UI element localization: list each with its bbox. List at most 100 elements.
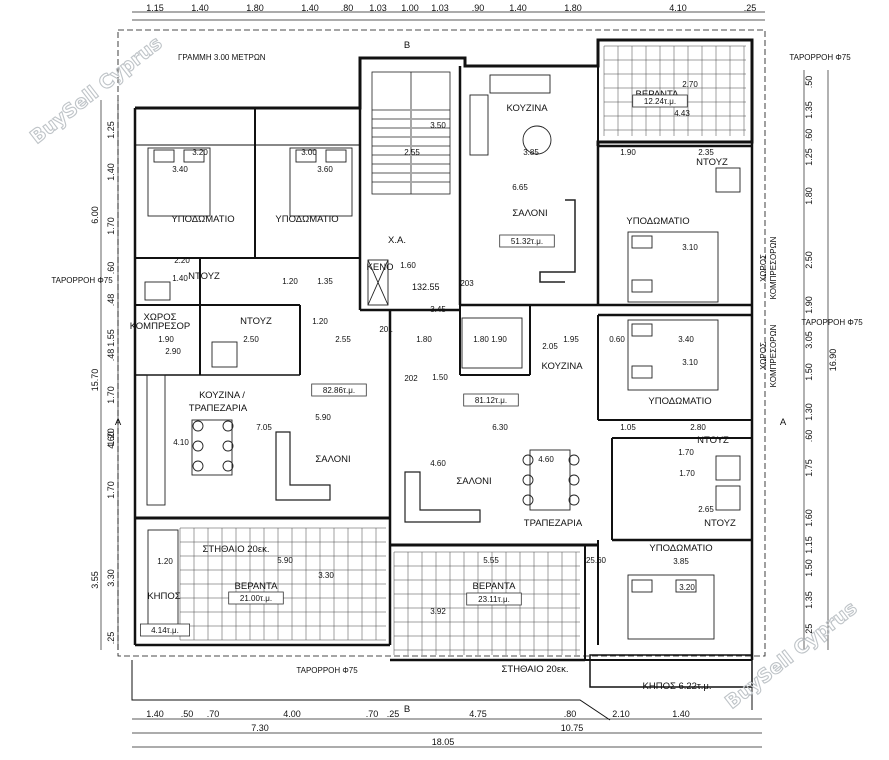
- inner-dimension: 3.85: [523, 148, 539, 157]
- inner-dimension: 1.20: [157, 557, 173, 566]
- inner-dimension: 2.80: [690, 423, 706, 432]
- inner-dimension: 2.05: [542, 342, 558, 351]
- area-label-box: [139, 623, 190, 637]
- room-label: ΧΩΡΟΣ: [143, 312, 176, 323]
- room-label: ΤΡΑΠΕΖΑΡΙΑ: [189, 403, 248, 414]
- inner-dimension: 2.50: [243, 335, 259, 344]
- inner-dimension: 3.30: [318, 571, 334, 580]
- right-dimension: 1.60: [804, 509, 814, 527]
- inner-dimension: 2.65: [698, 505, 714, 514]
- room-label: ΣΤΗΘΑΙΟ 20εκ.: [203, 544, 270, 555]
- bottom-dimension: 4.75: [469, 709, 487, 719]
- area-label: 51.32τ.μ.: [511, 237, 543, 246]
- inner-dimension: 1.70: [679, 469, 695, 478]
- inner-dimension: 3.00: [301, 148, 317, 157]
- bottom-dimension: .50: [181, 709, 194, 719]
- room-label: ΒΕΡΑΝΤΑ: [235, 581, 279, 592]
- area-label: 4.14τ.μ.: [151, 626, 179, 635]
- section-b-bottom: B: [404, 704, 410, 715]
- drain-label: ΤΑΡΟΡΡΟΗ Φ75: [51, 276, 113, 285]
- drain-label: ΤΑΡΟΡΡΟΗ Φ75: [296, 666, 358, 675]
- compressor-label: ΧΩΡΟΣ: [759, 342, 768, 370]
- room-label: ΣΤΗΘΑΙΟ 20εκ.: [502, 664, 569, 675]
- left-dimension: 1.40: [106, 163, 116, 181]
- inner-dimension: 3.85: [673, 557, 689, 566]
- room-label: ΚΗΠΟΣ: [147, 591, 180, 602]
- right-dimension: 2.50: [804, 251, 814, 269]
- inner-dimension: 4.10: [173, 438, 189, 447]
- room-label: ΒΕΡΑΝΤΑ: [636, 89, 680, 100]
- top-dimension: 1.40: [301, 3, 319, 13]
- right-dimension: 1.25: [804, 148, 814, 166]
- inner-dimension: 6.30: [492, 423, 508, 432]
- inner-dimension: 2.35: [698, 148, 714, 157]
- right-dimension: 1.35: [804, 591, 814, 609]
- inner-dimension: 3.45: [430, 305, 446, 314]
- right-dimension: 16.90: [828, 349, 838, 372]
- left-dimension: 3.55: [90, 571, 100, 589]
- area-label-box: [228, 591, 284, 605]
- room-label: ΚΟΥΖΙΝΑ /: [199, 390, 245, 401]
- inner-dimension: 3.60: [317, 165, 333, 174]
- room-label: ΒΕΡΑΝΤΑ: [473, 581, 517, 592]
- room-label: ΥΠΟΔΩΜΑΤΙΟ: [171, 214, 234, 225]
- right-dimension: .60: [804, 129, 814, 142]
- right-dimension: .50: [804, 76, 814, 89]
- area-label: 21.00τ.μ.: [240, 594, 272, 603]
- room-label: ΚΟΥΖΙΝΑ: [541, 361, 583, 372]
- section-a-left: A: [115, 417, 122, 428]
- inner-dimension: 3.20: [679, 583, 695, 592]
- left-dimension: 1.70: [106, 217, 116, 235]
- right-dimension: 1.90: [804, 296, 814, 314]
- inner-dimension: 3.40: [172, 165, 188, 174]
- area-label-box: [311, 383, 367, 397]
- room-label: ΣΑΛΟΝΙ: [315, 454, 350, 465]
- bottom-dimension: .25: [387, 709, 400, 719]
- right-dimension: 1.15: [804, 536, 814, 554]
- inner-dimension: 3.50: [430, 121, 446, 130]
- bottom-dimension: 10.75: [561, 723, 584, 733]
- right-dimension: .60: [804, 430, 814, 443]
- room-label: Χ.Α.: [388, 235, 406, 246]
- top-dimension: .90: [472, 3, 485, 13]
- inner-dimension: 1.80: [416, 335, 432, 344]
- inner-dimension: 6.65: [512, 183, 528, 192]
- section-b-top: B: [404, 40, 410, 51]
- inner-dimension: 7.05: [256, 423, 272, 432]
- room-label: ΣΑΛΟΝΙ: [456, 476, 491, 487]
- right-dimension: 1.50: [804, 363, 814, 381]
- left-dimension: .60: [106, 262, 116, 275]
- right-dimension: 1.75: [804, 459, 814, 477]
- room-label: ΚΟΥΖΙΝΑ: [506, 103, 548, 114]
- top-dimension: 1.00: [401, 3, 419, 13]
- inner-dimension: 4.60: [430, 459, 446, 468]
- furniture: [144, 74, 741, 640]
- top-note: ΓΡΑΜΜΗ 3.00 ΜΕΤΡΩΝ: [178, 53, 266, 62]
- room-label: ΥΠΟΔΩΜΑΤΙΟ: [649, 543, 712, 554]
- inner-dimension: 4.43: [674, 109, 690, 118]
- left-dimension: 3.30: [106, 569, 116, 587]
- room-label: ΚΟΜΠΡΕΣΟΡ: [130, 321, 190, 332]
- inner-dimension: 1.20: [312, 317, 328, 326]
- top-dimension: 1.80: [564, 3, 582, 13]
- inner-dimension: 1.95: [563, 335, 579, 344]
- left-dimension: .48: [106, 349, 116, 362]
- top-dimension: .80: [341, 3, 354, 13]
- room-label: ΣΑΛΟΝΙ: [512, 208, 547, 219]
- bottom-dimension: .70: [207, 709, 220, 719]
- stairs: [371, 71, 451, 195]
- area-label: 23.11τ.μ.: [478, 595, 510, 604]
- inner-dimension: 2.70: [682, 80, 698, 89]
- left-dimension: 1.20: [106, 428, 116, 446]
- inner-dimension: 0.60: [609, 335, 625, 344]
- bottom-dimension: 4.00: [283, 709, 301, 719]
- room-label: ΚΕΝΟ: [367, 262, 394, 273]
- compressor-label: ΚΟΜΠΡΕΣΟΡΩΝ: [769, 236, 778, 299]
- inner-dimension: 1.20: [282, 277, 298, 286]
- room-code: 202: [404, 374, 418, 383]
- right-dimension: 1.30: [804, 403, 814, 421]
- right-dimension: .25: [804, 624, 814, 637]
- drain-label: ΤΑΡΟΡΡΟΗ Φ75: [789, 53, 851, 62]
- room-label: ΥΠΟΔΩΜΑΤΙΟ: [626, 216, 689, 227]
- area-label-box: [463, 393, 519, 407]
